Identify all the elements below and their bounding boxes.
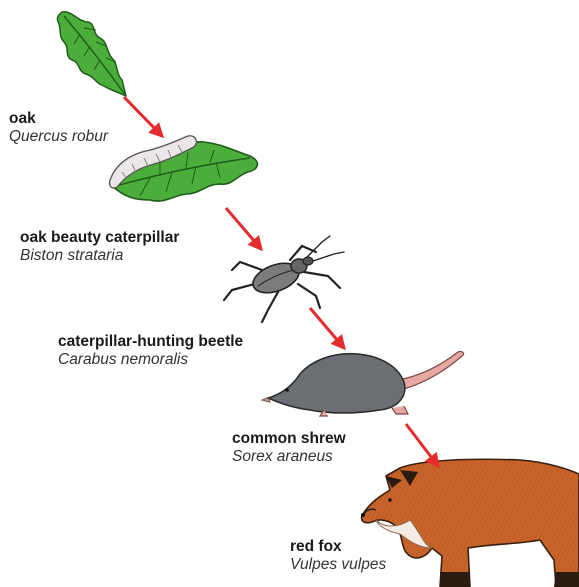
oak-leaf-icon (57, 12, 126, 96)
fox-icon (361, 459, 579, 587)
common-name: red fox (290, 538, 386, 556)
latin-name: Biston strataria (20, 247, 179, 265)
common-name: oak (9, 110, 108, 128)
label-oak: oak Quercus robur (9, 110, 108, 146)
arrow-shrew-to-fox (406, 424, 438, 466)
arrow-caterpillar-to-beetle (226, 208, 261, 249)
label-caterpillar: oak beauty caterpillar Biston strataria (20, 229, 179, 265)
latin-name: Quercus robur (9, 128, 108, 146)
label-shrew: common shrew Sorex araneus (232, 430, 346, 466)
common-name: oak beauty caterpillar (20, 229, 179, 247)
latin-name: Sorex araneus (232, 448, 346, 466)
arrow-beetle-to-shrew (310, 308, 344, 348)
common-name: common shrew (232, 430, 346, 448)
shrew-icon (262, 351, 464, 416)
beetle-icon (224, 236, 344, 322)
arrow-oak-to-caterpillar (124, 97, 162, 136)
label-beetle: caterpillar-hunting beetle Carabus nemor… (58, 333, 243, 369)
latin-name: Carabus nemoralis (58, 351, 243, 369)
label-fox: red fox Vulpes vulpes (290, 538, 386, 574)
common-name: caterpillar-hunting beetle (58, 333, 243, 351)
latin-name: Vulpes vulpes (290, 556, 386, 574)
caterpillar-icon (110, 136, 258, 201)
